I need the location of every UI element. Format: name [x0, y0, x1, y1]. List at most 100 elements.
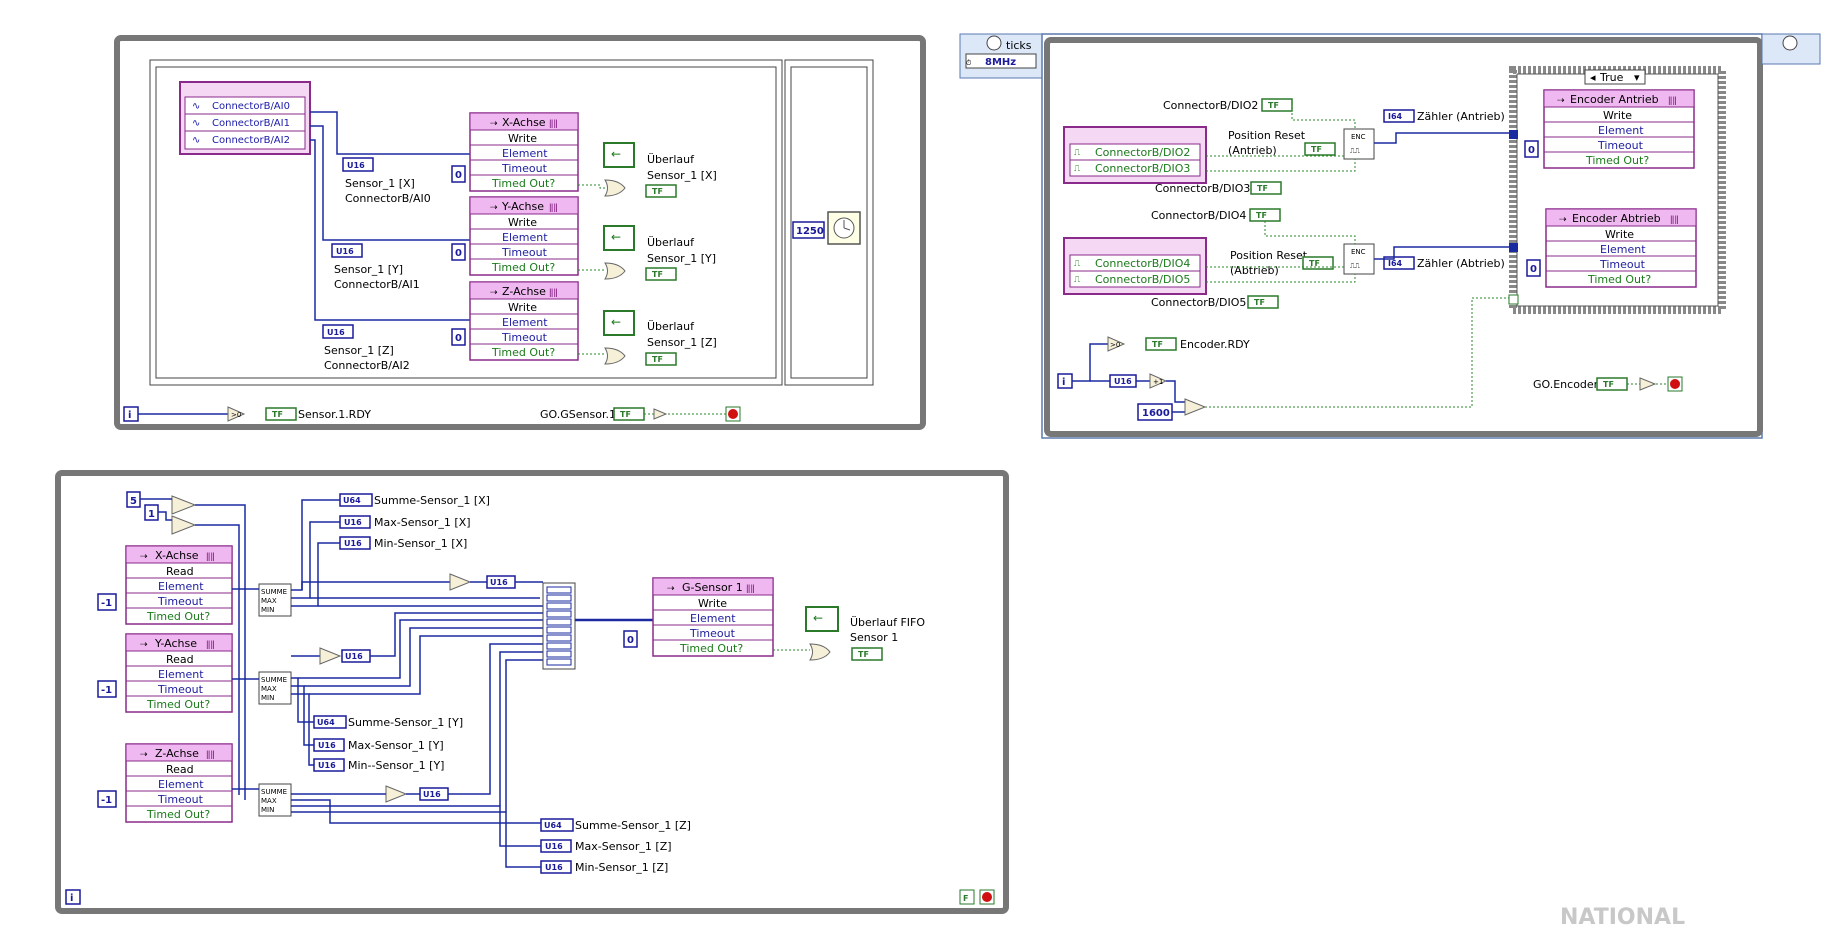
const-0-abtrieb[interactable]: 0 — [1526, 259, 1541, 277]
svg-text:Write: Write — [508, 216, 537, 229]
build-array-input[interactable] — [546, 650, 572, 658]
stop-terminal-2[interactable] — [1667, 376, 1683, 392]
overflow-y[interactable]: ← TF Überlauf Sensor_1 [Y] — [578, 225, 716, 281]
summe-vi-y[interactable]: SUMME MAX MIN — [258, 671, 292, 705]
timed-loop-timer-source[interactable]: ticks 8MHz ⏱ — [959, 33, 1043, 79]
svg-text:0: 0 — [455, 333, 462, 344]
build-array-input[interactable] — [546, 586, 572, 594]
build-array-input[interactable] — [546, 658, 572, 666]
case-selector-label[interactable]: True — [1599, 71, 1624, 84]
svg-text:TF: TF — [652, 270, 663, 279]
io-node-ai[interactable]: ∿ ConnectorB/AI0 ∿ ConnectorB/AI1 ∿ Conn… — [179, 81, 311, 155]
svg-text:TF: TF — [1311, 145, 1322, 154]
svg-text:Timed Out?: Timed Out? — [491, 346, 555, 359]
const-5[interactable]: 5 — [126, 491, 141, 508]
case-dropdown-icon[interactable]: ▾ — [1634, 71, 1640, 84]
svg-text:I64: I64 — [1388, 259, 1403, 268]
const-0-y[interactable]: 0 — [451, 243, 466, 261]
summe-vi-x[interactable]: SUMME MAX MIN — [258, 583, 292, 617]
const-1[interactable]: 1 — [144, 504, 159, 521]
fifo-write-gsensor[interactable]: ⇢ G-Sensor 1 ǁǁ Write Element Timeout Ti… — [652, 577, 774, 657]
not-gate-icon — [1639, 377, 1657, 391]
wait-ms-icon[interactable] — [827, 211, 861, 245]
svg-text:Zähler (Antrieb): Zähler (Antrieb) — [1417, 110, 1505, 123]
indicator-sensor-rdy[interactable]: TF Sensor.1.RDY — [265, 407, 371, 421]
svg-text:Timeout: Timeout — [157, 793, 204, 806]
svg-text:Summe-Sensor_1 [Y]: Summe-Sensor_1 [Y] — [348, 716, 463, 729]
const-m1-z[interactable]: -1 — [97, 790, 117, 808]
svg-text:-1: -1 — [101, 598, 112, 609]
u16-cast-y[interactable]: U16 — [331, 243, 363, 258]
svg-text:Encoder Antrieb: Encoder Antrieb — [1570, 93, 1659, 106]
const-m1-x[interactable]: -1 — [97, 593, 117, 611]
u16-cast-z[interactable]: U16 — [322, 324, 354, 339]
fifo-read-y[interactable]: ⇢ Y-Achse ǁǁ Read Element Timeout Timed … — [125, 633, 233, 713]
stop-terminal-3[interactable]: F — [959, 889, 995, 905]
overflow-x[interactable]: ← TF Überlauf Sensor_1 [X] — [578, 142, 717, 198]
build-array-input[interactable] — [546, 610, 572, 618]
fifo-encoder-antrieb[interactable]: ⇢ Encoder Antrieb ǁǁ Write Element Timeo… — [1543, 89, 1695, 169]
build-array-input[interactable] — [546, 618, 572, 626]
fifo-write-y[interactable]: ⇢ Y-Achse ǁǁ Write Element Timeout Timed… — [469, 196, 579, 276]
label-ai1: ConnectorB/AI1 — [334, 278, 420, 291]
overflow-z[interactable]: ← TF Überlauf Sensor_1 [Z] — [578, 310, 717, 366]
fifo-write-x[interactable]: ⇢ X-Achse ǁǁ Write Element Timeout Timed… — [469, 112, 579, 192]
u16-cast-avg-x[interactable]: U16 — [486, 575, 516, 589]
const-0-antrieb[interactable]: 0 — [1524, 140, 1539, 158]
svg-text:U16: U16 — [423, 790, 441, 799]
control-go-gsensor[interactable]: GO.GSensor.1 TF — [540, 407, 645, 421]
u16-cast-avg-z[interactable]: U16 — [419, 787, 449, 801]
fifo-read-z[interactable]: ⇢ Z-Achse ǁǁ Read Element Timeout Timed … — [125, 743, 233, 823]
u16-cast-x[interactable]: U16 — [342, 157, 374, 172]
or-gate-icon — [604, 347, 626, 365]
channel-ai2: ConnectorB/AI2 — [212, 135, 290, 146]
overflow-gsensor[interactable]: ← TF Überlauf FIFO Sensor 1 — [773, 606, 925, 661]
fifo-title-x: X-Achse — [502, 116, 546, 129]
feedback-arrow-icon: ← — [611, 315, 621, 329]
build-array-input[interactable] — [546, 634, 572, 642]
i64-antrieb[interactable]: I64 — [1383, 109, 1415, 123]
u16-cast-avg-y[interactable]: U16 — [341, 649, 371, 663]
watermark: NATIONAL — [1560, 905, 1685, 926]
fifo-arrow-icon: ⇢ — [490, 119, 498, 129]
io-node-dio-antrieb[interactable]: ⎍ ConnectorB/DIO2 ⎍ ConnectorB/DIO3 — [1063, 126, 1207, 184]
svg-text:Timeout: Timeout — [689, 627, 736, 640]
fifo-read-x[interactable]: ⇢ X-Achse ǁǁ Read Element Timeout Timed … — [125, 545, 233, 625]
build-array-input[interactable] — [546, 626, 572, 634]
build-array-input[interactable] — [546, 602, 572, 610]
svg-text:MAX: MAX — [261, 685, 277, 693]
fifo-encoder-abtrieb[interactable]: ⇢ Encoder Abtrieb ǁǁ Write Element Timeo… — [1545, 208, 1697, 288]
build-array-node[interactable] — [542, 582, 576, 670]
while-loop-aggregation[interactable] — [55, 470, 1009, 914]
summe-vi-z[interactable]: SUMME MAX MIN — [258, 783, 292, 817]
loop-timer-const[interactable]: 1250 — [792, 221, 825, 239]
u16-cast-iter[interactable]: U16 — [1109, 374, 1137, 388]
encoder-vi-antrieb[interactable]: ENC ⎍⎍ — [1343, 128, 1375, 160]
indicator-encoder-rdy[interactable]: TF Encoder.RDY — [1145, 337, 1250, 351]
const-0-gsensor[interactable]: 0 — [623, 630, 638, 648]
io-node-dio-abtrieb[interactable]: ⎍ ConnectorB/DIO4 ⎍ ConnectorB/DIO5 — [1063, 237, 1207, 295]
const-0-x[interactable]: 0 — [451, 165, 466, 183]
build-array-input[interactable] — [546, 642, 572, 650]
build-array-input[interactable] — [546, 594, 572, 602]
stop-terminal-1[interactable] — [725, 406, 741, 422]
encoder-vi-abtrieb[interactable]: ENC ⎍⎍ — [1343, 243, 1375, 275]
const-m1-y[interactable]: -1 — [97, 680, 117, 698]
i64-abtrieb[interactable]: I64 — [1383, 256, 1415, 270]
timed-loop-right-node — [1761, 33, 1821, 65]
svg-text:>0: >0 — [231, 411, 241, 419]
fifo-write-z[interactable]: ⇢ Z-Achse ǁǁ Write Element Timeout Timed… — [469, 281, 579, 361]
control-go-encoder[interactable]: GO.Encoder TF — [1533, 377, 1628, 391]
const-1600[interactable]: 1600 — [1137, 403, 1173, 421]
case-left-arrow[interactable]: ◂ — [1590, 71, 1596, 84]
const-0-z[interactable]: 0 — [451, 328, 466, 346]
